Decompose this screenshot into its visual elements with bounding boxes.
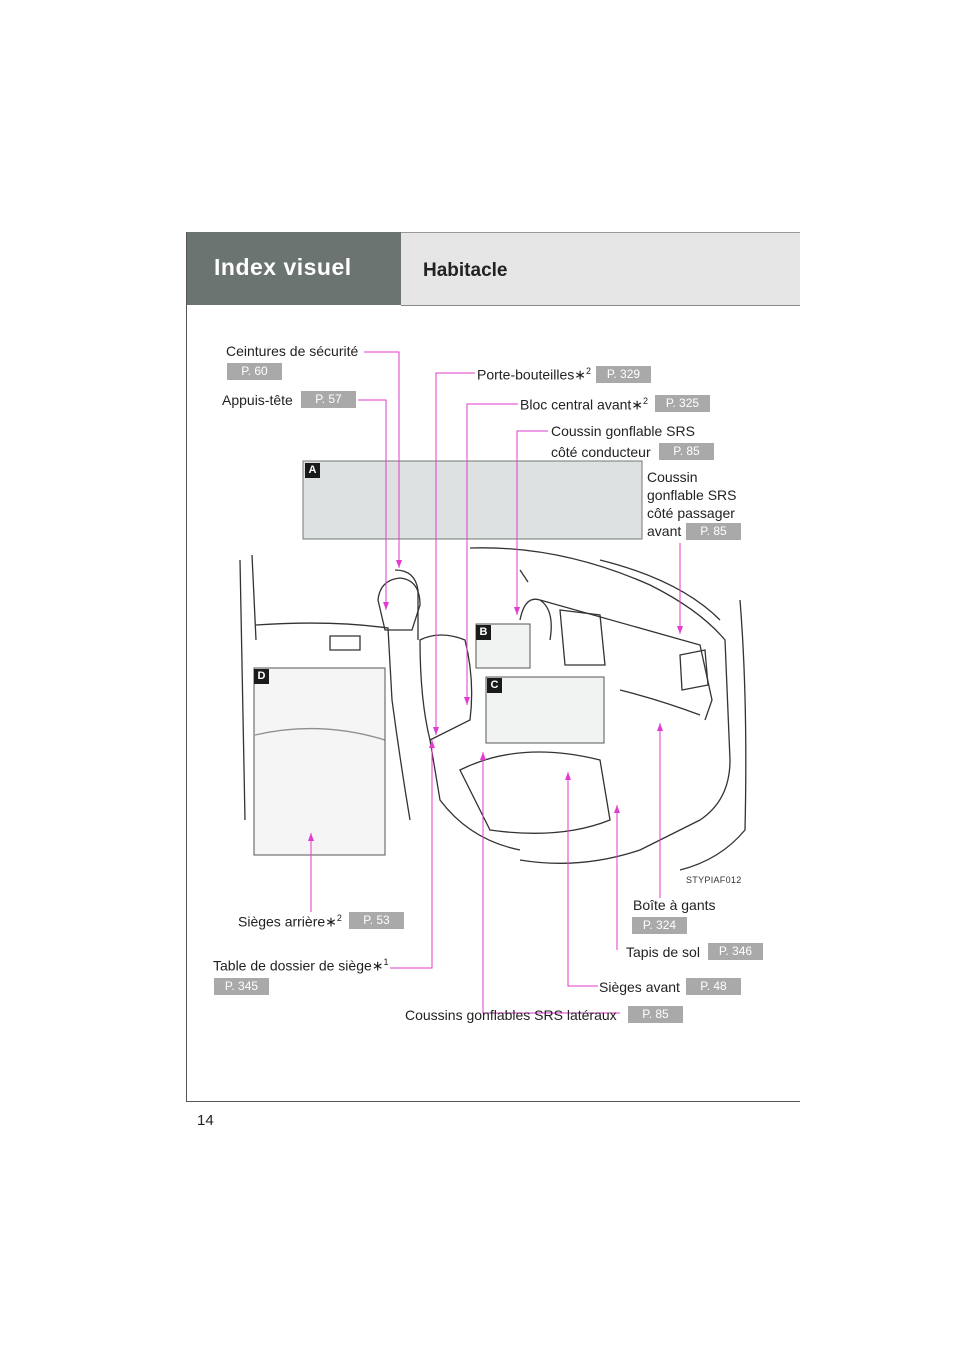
page-number: 14 <box>197 1112 214 1129</box>
front-console-text: Bloc central avant <box>520 396 632 413</box>
callout-driver-airbag-line1: Coussin gonflable SRS <box>551 423 695 439</box>
callout-seatbelts-label: Ceintures de sécurité <box>226 343 359 359</box>
section-title: Index visuel <box>214 254 352 280</box>
callout-headrest-page[interactable]: P. 57 <box>301 391 356 408</box>
page-title: Habitacle <box>423 260 508 281</box>
callout-passenger-airbag-line3: côté passager <box>647 505 735 521</box>
callout-passenger-airbag-line2: gonflable SRS <box>647 487 737 503</box>
page-frame-left <box>186 232 187 1102</box>
inset-letter-a: A <box>305 463 320 478</box>
rear-seats-note: 2 <box>336 913 342 923</box>
callout-passenger-airbag-page[interactable]: P. 85 <box>686 523 741 540</box>
callout-glovebox-page[interactable]: P. 324 <box>632 917 687 934</box>
callout-seatback-table-page[interactable]: P. 345 <box>214 978 269 995</box>
seatback-table-text: Table de dossier de siège <box>213 957 372 974</box>
callout-side-airbags-page[interactable]: P. 85 <box>628 1006 683 1023</box>
page-frame-bottom <box>186 1101 800 1102</box>
callout-rear-seats-label: Sièges arrière∗2 <box>238 913 342 930</box>
header-divider <box>401 305 800 306</box>
callout-bottle-holders-label: Porte-bouteilles∗2 <box>477 366 592 383</box>
callout-front-console-page[interactable]: P. 325 <box>655 395 710 412</box>
header-section-block <box>187 232 401 305</box>
callout-headrest-label: Appuis-tête <box>222 392 293 408</box>
callout-driver-airbag-line2: côté conducteur <box>551 444 651 460</box>
bottle-holders-text: Porte-bouteilles <box>477 366 575 383</box>
callout-seatback-table-label: Table de dossier de siège∗1 <box>213 957 389 974</box>
callout-floor-mats-page[interactable]: P. 346 <box>708 943 763 960</box>
bottle-holders-note: 2 <box>586 366 592 376</box>
callout-passenger-airbag-line1: Coussin <box>647 469 698 485</box>
callout-front-console-label: Bloc central avant∗2 <box>520 396 649 413</box>
figure-code: STYPIAF012 <box>686 875 742 885</box>
inset-letter-b: B <box>476 625 491 640</box>
seatback-table-note: 1 <box>383 957 389 967</box>
callout-bottle-holders-page[interactable]: P. 329 <box>596 366 651 383</box>
callout-driver-airbag-page[interactable]: P. 85 <box>659 443 714 460</box>
callout-front-seats-label: Sièges avant <box>599 979 680 995</box>
callout-floor-mats-label: Tapis de sol <box>626 944 700 960</box>
callout-passenger-airbag-line4: avant <box>647 523 682 539</box>
rear-seats-text: Sièges arrière <box>238 913 326 930</box>
callout-glovebox-label: Boîte à gants <box>633 897 716 913</box>
inset-letter-c: C <box>487 678 502 693</box>
front-console-note: 2 <box>643 396 649 406</box>
callout-seatbelts-page[interactable]: P. 60 <box>227 363 282 380</box>
header-subtitle-block <box>401 232 800 306</box>
callout-rear-seats-page[interactable]: P. 53 <box>349 912 404 929</box>
callout-front-seats-page[interactable]: P. 48 <box>686 978 741 995</box>
inset-letter-d: D <box>254 669 269 684</box>
callout-side-airbags-label: Coussins gonflables SRS latéraux <box>405 1007 617 1023</box>
